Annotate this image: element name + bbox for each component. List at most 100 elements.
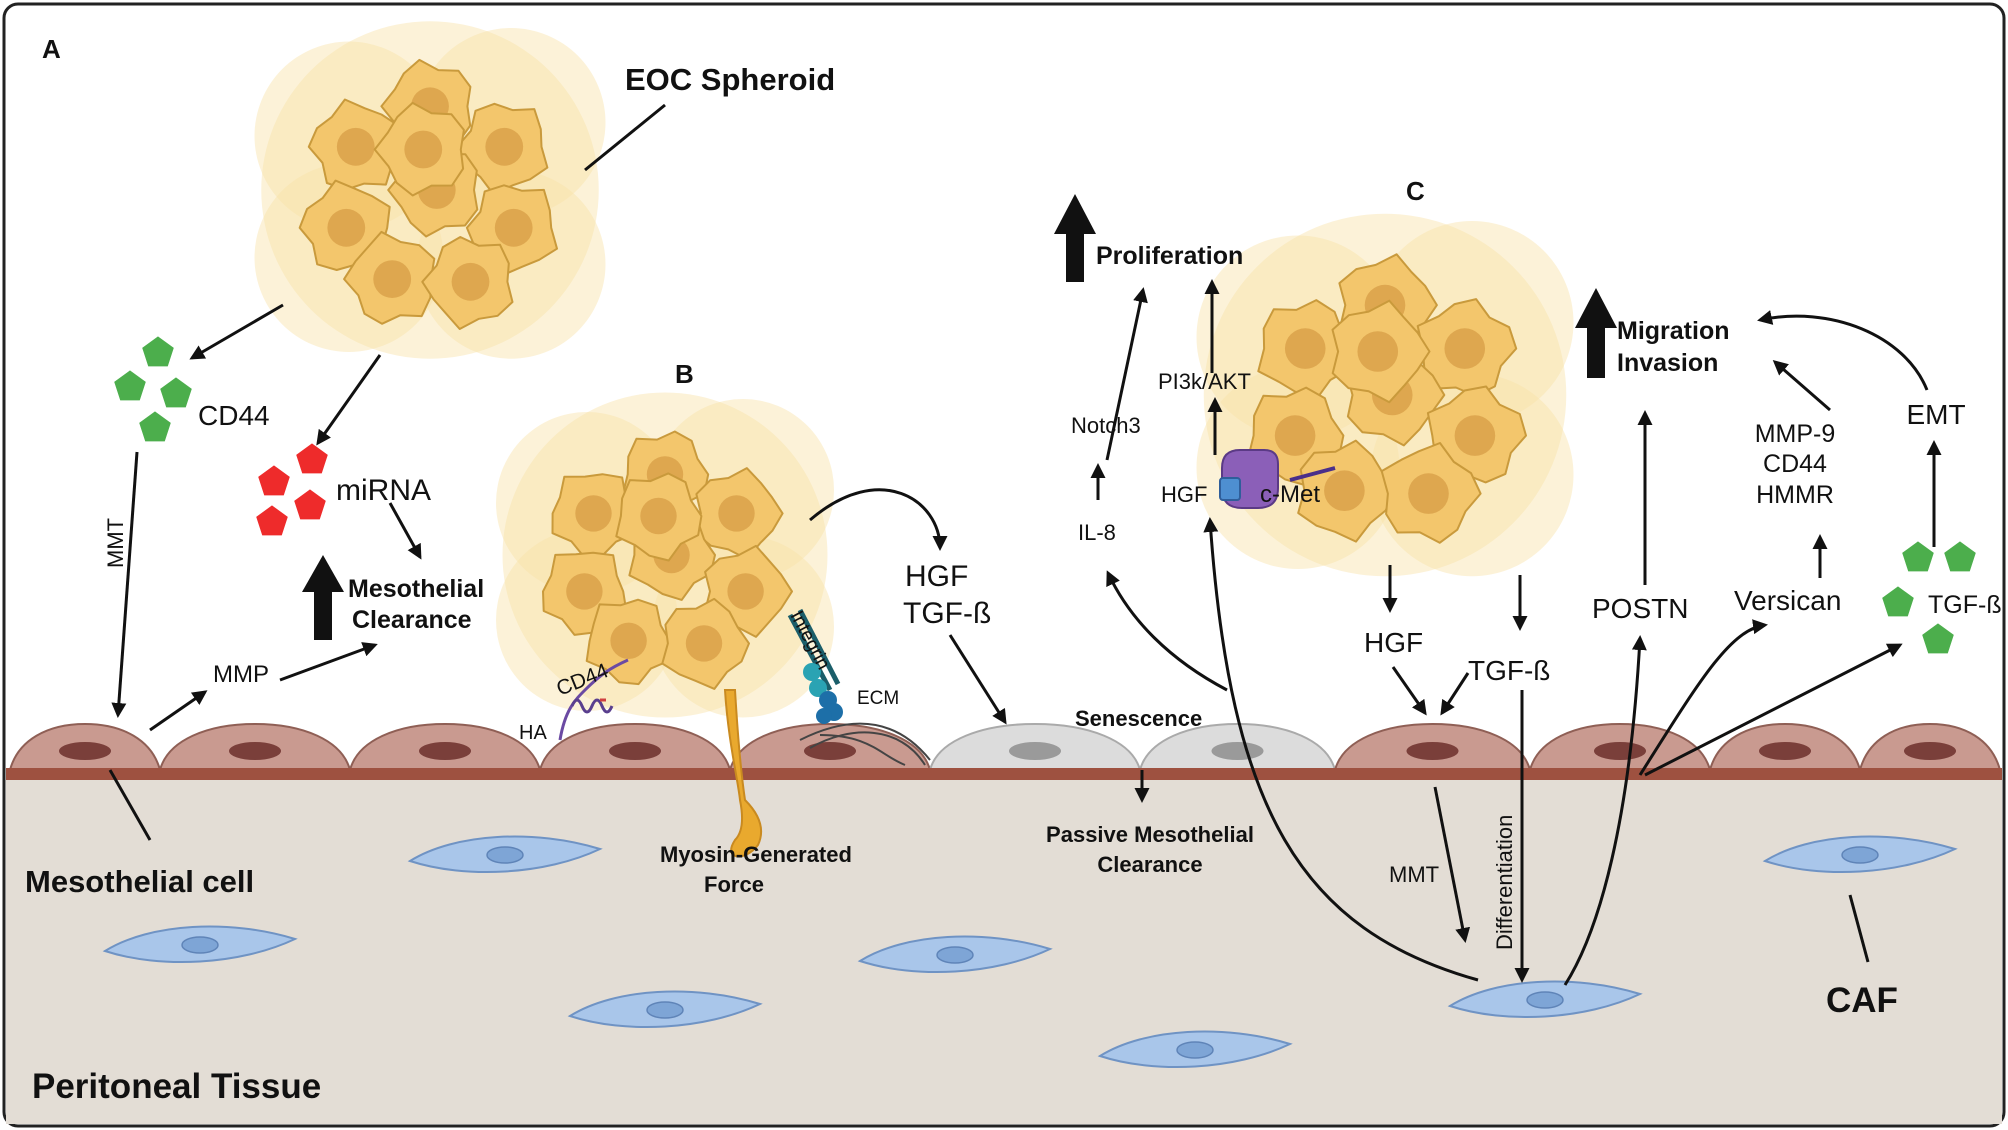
mmt-left-label: MMT bbox=[103, 518, 128, 568]
mirna-pentagon bbox=[256, 505, 288, 536]
mesothelial-cell bbox=[728, 722, 932, 771]
fibroblast bbox=[1762, 835, 1958, 874]
arrow-caf-to-postn bbox=[1563, 635, 1647, 986]
arrow-notch3-proliferation bbox=[1105, 287, 1148, 461]
eoc-spheroid-a bbox=[254, 21, 606, 359]
cd44-c-label: CD44 bbox=[1763, 450, 1827, 478]
mesothelial-cell bbox=[1333, 722, 1532, 771]
tgf-c3-label: TGF-ß bbox=[1928, 591, 2002, 619]
emt-label: EMT bbox=[1906, 399, 1965, 430]
myosin-label-1: Myosin-Generated bbox=[660, 842, 852, 867]
mesothelial-clearance-label-2: Clearance bbox=[352, 606, 472, 634]
mmp-label: MMP bbox=[213, 661, 269, 688]
leader-mesothelial-cell bbox=[108, 769, 152, 841]
tumor-cell bbox=[1257, 299, 1356, 400]
mesothelial-cell bbox=[1708, 722, 1862, 771]
postn-label: POSTN bbox=[1592, 593, 1688, 624]
basement-membrane bbox=[6, 768, 2002, 780]
arrow-hgf-to-meso bbox=[1391, 666, 1427, 716]
panel-label-c: C bbox=[1406, 176, 1425, 206]
differentiation-label: Differentiation bbox=[1492, 815, 1517, 950]
mmt-c-label: MMT bbox=[1389, 862, 1439, 887]
cd44-pentagon bbox=[114, 370, 146, 401]
mesothelial-clearance-label-1: Mesothelial bbox=[348, 575, 484, 603]
invasion-label: Invasion bbox=[1617, 349, 1718, 377]
arrow-mmp9-migration bbox=[1772, 360, 1831, 412]
cd44-pentagon bbox=[142, 336, 174, 367]
arrow-spheroid-to-hgf-tgf bbox=[809, 488, 948, 551]
arrow-hgf-tgf-to-senescence bbox=[948, 634, 1007, 725]
ecm-label: ECM bbox=[857, 688, 899, 709]
hgf-b-label: HGF bbox=[905, 560, 968, 593]
ligand-pentagons bbox=[114, 336, 1976, 654]
eoc-spheroid-b bbox=[496, 392, 834, 718]
arrow-to-mmp bbox=[149, 690, 208, 732]
peritoneal-tissue-label: Peritoneal Tissue bbox=[32, 1067, 321, 1106]
arrow-mmt-to-caf bbox=[1433, 786, 1471, 943]
leader-caf bbox=[1848, 894, 1870, 963]
tumor-cell bbox=[373, 101, 465, 197]
fibroblasts bbox=[102, 835, 1958, 1069]
passive-clearance-label-2: Clearance bbox=[1097, 852, 1202, 877]
cd44-pentagon bbox=[160, 377, 192, 408]
senescent-mesothelial-cell bbox=[1138, 722, 1337, 771]
arrow-cd44-mmt bbox=[111, 451, 139, 718]
eoc-spheroid-label: EOC Spheroid bbox=[625, 62, 835, 97]
arrow-caf-to-il8 bbox=[1106, 570, 1228, 692]
mmp9-label: MMP-9 bbox=[1755, 420, 1836, 448]
cd44-pentagon bbox=[139, 411, 171, 442]
cmet-label: c-Met bbox=[1260, 481, 1320, 508]
arrows bbox=[108, 103, 1942, 986]
tumor-cell bbox=[1297, 439, 1397, 543]
arrow-to-tgf-beta bbox=[1644, 643, 1903, 777]
ha-label: HA bbox=[519, 722, 547, 744]
integrin-receptor bbox=[787, 608, 843, 724]
arrow-caf-to-hgf-cmet bbox=[1203, 517, 1479, 982]
tgf-b-b-label: TGF-ß bbox=[903, 597, 991, 630]
tumor-cell bbox=[421, 236, 514, 330]
fibroblast bbox=[1097, 1030, 1293, 1069]
eoc-spheroids bbox=[254, 21, 1574, 718]
pi3k-label: PI3k/AKT bbox=[1158, 369, 1251, 394]
cd44-label: CD44 bbox=[198, 400, 270, 431]
tumor-cell bbox=[694, 467, 784, 560]
passive-clearance-label-1: Passive Mesothelial bbox=[1046, 822, 1254, 847]
tgf-beta-pentagon bbox=[1922, 623, 1954, 654]
tumor-cell bbox=[1331, 299, 1431, 404]
fibroblast bbox=[1447, 980, 1643, 1019]
tumor-cell bbox=[343, 230, 436, 325]
versican-label: Versican bbox=[1734, 585, 1841, 616]
mesothelial-cell bbox=[348, 722, 542, 771]
notch3-label: Notch3 bbox=[1071, 413, 1141, 438]
up-arrow-mesothelial-clearance bbox=[302, 555, 344, 640]
mesothelial-cell bbox=[8, 722, 162, 771]
tgf-beta-pentagon bbox=[1944, 541, 1976, 572]
hgf-c2-label: HGF bbox=[1364, 627, 1423, 658]
up-arrow-proliferation bbox=[1054, 194, 1096, 282]
mirna-pentagon bbox=[294, 489, 326, 520]
senescent-mesothelial-cell bbox=[928, 722, 1142, 771]
mesothelial-cell-label: Mesothelial cell bbox=[25, 864, 254, 899]
arrow-emt-migration bbox=[1757, 310, 1929, 391]
tumor-cell bbox=[585, 598, 671, 686]
senescence-label: Senescence bbox=[1075, 706, 1202, 731]
il8-label: IL-8 bbox=[1078, 520, 1116, 545]
mirna-label: miRNA bbox=[336, 474, 431, 507]
fibroblast bbox=[567, 990, 763, 1029]
up-arrow-migration bbox=[1575, 288, 1617, 378]
mesothelial-cell bbox=[1858, 722, 2002, 771]
mesothelial-cell bbox=[158, 722, 352, 771]
tumor-cell bbox=[615, 472, 703, 562]
leader-eoc-spheroid bbox=[584, 103, 666, 172]
eoc-spheroid-c bbox=[1196, 213, 1574, 577]
caf-label: CAF bbox=[1826, 981, 1898, 1020]
mirna-pentagon bbox=[296, 443, 328, 474]
tumor-cell bbox=[307, 98, 400, 191]
proliferation-label: Proliferation bbox=[1096, 242, 1243, 270]
mesothelial-cell bbox=[538, 722, 732, 771]
arrow-mirna-to-clearance bbox=[388, 502, 422, 560]
tumor-cell bbox=[1416, 298, 1518, 397]
migration-label: Migration bbox=[1617, 317, 1730, 345]
arrow-spheroid-to-cd44 bbox=[189, 303, 284, 360]
